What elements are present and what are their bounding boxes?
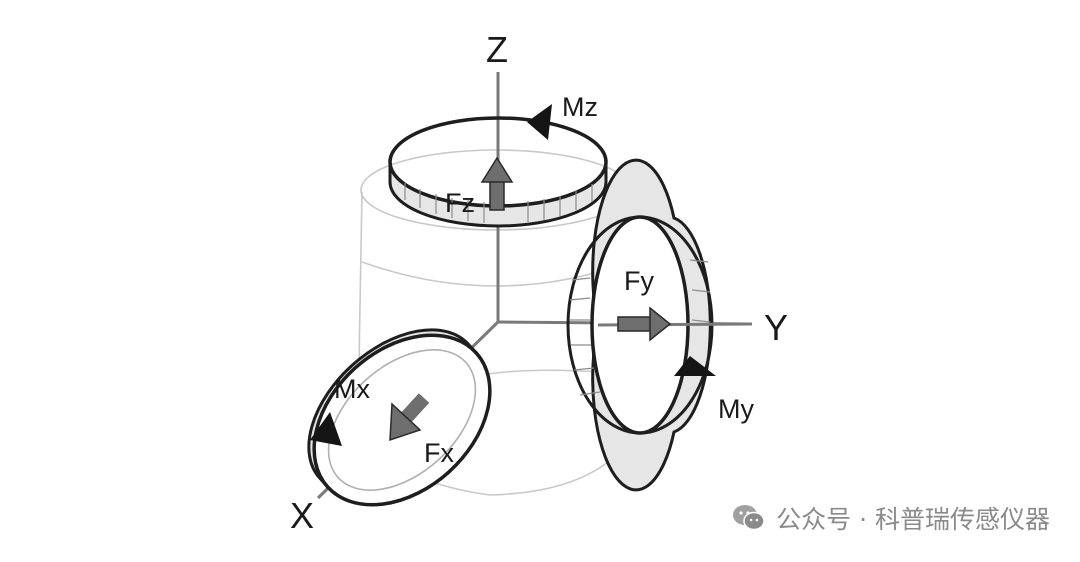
my-label: My — [718, 394, 754, 424]
fx-label: Fx — [424, 438, 454, 468]
fy-arrow — [617, 306, 672, 342]
fz-label: Fz — [445, 188, 475, 218]
fz-arrow — [480, 156, 514, 211]
wechat-icon — [733, 505, 765, 531]
watermark: 公众号 · 科普瑞传感仪器 — [732, 500, 1050, 536]
my-arrowhead — [674, 356, 716, 376]
mx-arrowhead — [310, 412, 342, 446]
fy-label: Fy — [624, 266, 654, 296]
fx-arrow — [389, 393, 430, 442]
mx-label: Mx — [334, 374, 370, 404]
x-axis-label: X — [290, 495, 314, 536]
watermark-text: 公众号 · 科普瑞传感仪器 — [776, 505, 1050, 534]
mz-label: Mz — [562, 92, 598, 122]
y-axis-label: Y — [764, 307, 788, 348]
z-axis-label: Z — [486, 29, 508, 70]
mz-arrowhead — [527, 104, 552, 140]
